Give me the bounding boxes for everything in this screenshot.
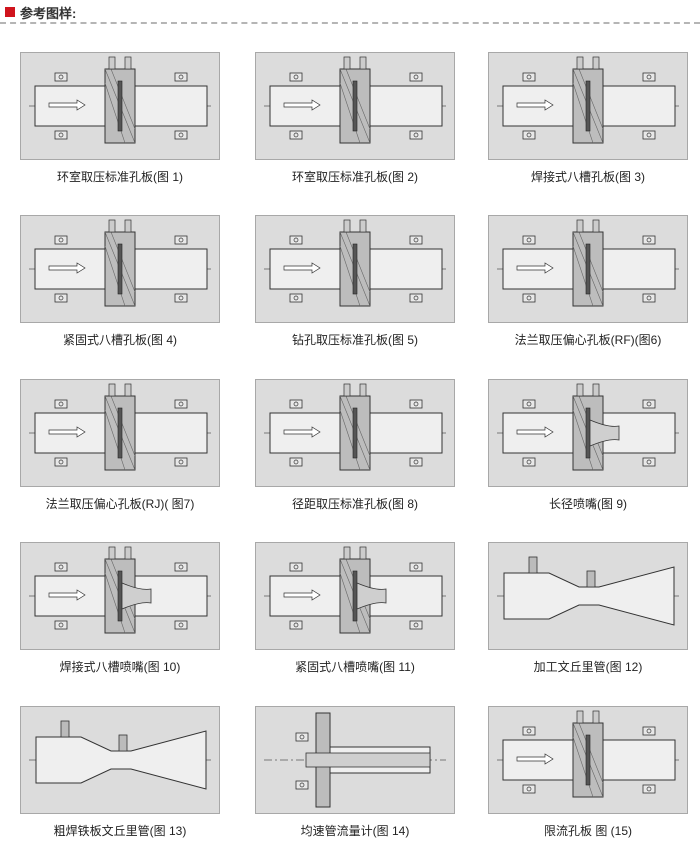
figure-card: 法兰取压偏心孔板(RJ)( 图7) bbox=[20, 367, 240, 527]
figure-caption: 粗焊铁板文丘里管(图 13) bbox=[53, 824, 187, 838]
figure-card: 长径喷嘴(图 9) bbox=[488, 367, 700, 527]
figure-caption: 紧固式八槽喷嘴(图 11) bbox=[295, 660, 415, 674]
figure-card: 环室取压标准孔板(图 2) bbox=[255, 40, 475, 200]
figure-caption: 钻孔取压标准孔板(图 5) bbox=[291, 333, 418, 347]
figure-caption: 径距取压标准孔板(图 8) bbox=[291, 497, 418, 511]
technical-drawing-icon bbox=[29, 546, 211, 634]
figure-caption: 紧固式八槽孔板(图 4) bbox=[62, 333, 177, 347]
figure-drawing bbox=[255, 215, 455, 323]
technical-drawing-icon bbox=[29, 56, 211, 144]
dashed-divider bbox=[0, 22, 700, 24]
figure-card: 紧固式八槽喷嘴(图 11) bbox=[255, 530, 475, 690]
figure-card: 法兰取压偏心孔板(RF)(图6) bbox=[488, 203, 700, 363]
figure-drawing bbox=[255, 542, 455, 650]
figure-drawing bbox=[20, 379, 220, 487]
red-square-marker-icon bbox=[5, 7, 15, 17]
section-title: 参考图样: bbox=[20, 5, 77, 21]
figure-drawing bbox=[488, 215, 688, 323]
figure-drawing bbox=[20, 706, 220, 814]
technical-drawing-icon bbox=[264, 546, 446, 634]
figure-card: 紧固式八槽孔板(图 4) bbox=[20, 203, 240, 363]
figure-card: 焊接式八槽喷嘴(图 10) bbox=[20, 530, 240, 690]
technical-drawing-icon bbox=[29, 720, 211, 790]
figure-drawing bbox=[20, 52, 220, 160]
figure-drawing bbox=[255, 706, 455, 814]
technical-drawing-icon bbox=[497, 219, 679, 307]
figure-card: 均速管流量计(图 14) bbox=[255, 694, 475, 854]
figure-caption: 焊接式八槽喷嘴(图 10) bbox=[59, 660, 181, 674]
technical-drawing-icon bbox=[497, 556, 679, 626]
figure-drawing bbox=[488, 52, 688, 160]
technical-drawing-icon bbox=[264, 56, 446, 144]
figure-caption: 环室取压标准孔板(图 1) bbox=[56, 170, 183, 184]
figure-card: 环室取压标准孔板(图 1) bbox=[20, 40, 240, 200]
technical-drawing-icon bbox=[497, 56, 679, 144]
technical-drawing-icon bbox=[497, 710, 679, 798]
technical-drawing-icon bbox=[264, 219, 446, 307]
figure-drawing bbox=[488, 706, 688, 814]
figure-drawing bbox=[488, 542, 688, 650]
figure-drawing bbox=[488, 379, 688, 487]
figure-drawing bbox=[20, 542, 220, 650]
figure-card: 粗焊铁板文丘里管(图 13) bbox=[20, 694, 240, 854]
figure-drawing bbox=[255, 52, 455, 160]
figure-caption: 环室取压标准孔板(图 2) bbox=[291, 170, 418, 184]
figure-caption: 长径喷嘴(图 9) bbox=[548, 497, 627, 511]
figure-caption: 加工文丘里管(图 12) bbox=[533, 660, 643, 674]
technical-drawing-icon bbox=[29, 383, 211, 471]
figure-card: 加工文丘里管(图 12) bbox=[488, 530, 700, 690]
figure-caption: 均速管流量计(图 14) bbox=[300, 824, 410, 838]
section-header: 参考图样: bbox=[0, 0, 700, 24]
figure-caption: 焊接式八槽孔板(图 3) bbox=[530, 170, 645, 184]
technical-drawing-icon bbox=[29, 219, 211, 307]
technical-drawing-icon bbox=[264, 712, 446, 808]
figure-card: 焊接式八槽孔板(图 3) bbox=[488, 40, 700, 200]
figure-card: 钻孔取压标准孔板(图 5) bbox=[255, 203, 475, 363]
figure-card: 限流孔板 图 (15) bbox=[488, 694, 700, 854]
figure-caption: 限流孔板 图 (15) bbox=[543, 824, 632, 838]
figure-grid: 环室取压标准孔板(图 1) 环室取压标准孔板(图 2) 焊接式八槽孔板(图 3) 紧固… bbox=[0, 40, 700, 850]
figure-caption: 法兰取压偏心孔板(RF)(图6) bbox=[514, 333, 662, 347]
figure-caption: 法兰取压偏心孔板(RJ)( 图7) bbox=[45, 497, 195, 511]
figure-drawing bbox=[20, 215, 220, 323]
technical-drawing-icon bbox=[497, 383, 679, 471]
figure-drawing bbox=[255, 379, 455, 487]
figure-card: 径距取压标准孔板(图 8) bbox=[255, 367, 475, 527]
technical-drawing-icon bbox=[264, 383, 446, 471]
